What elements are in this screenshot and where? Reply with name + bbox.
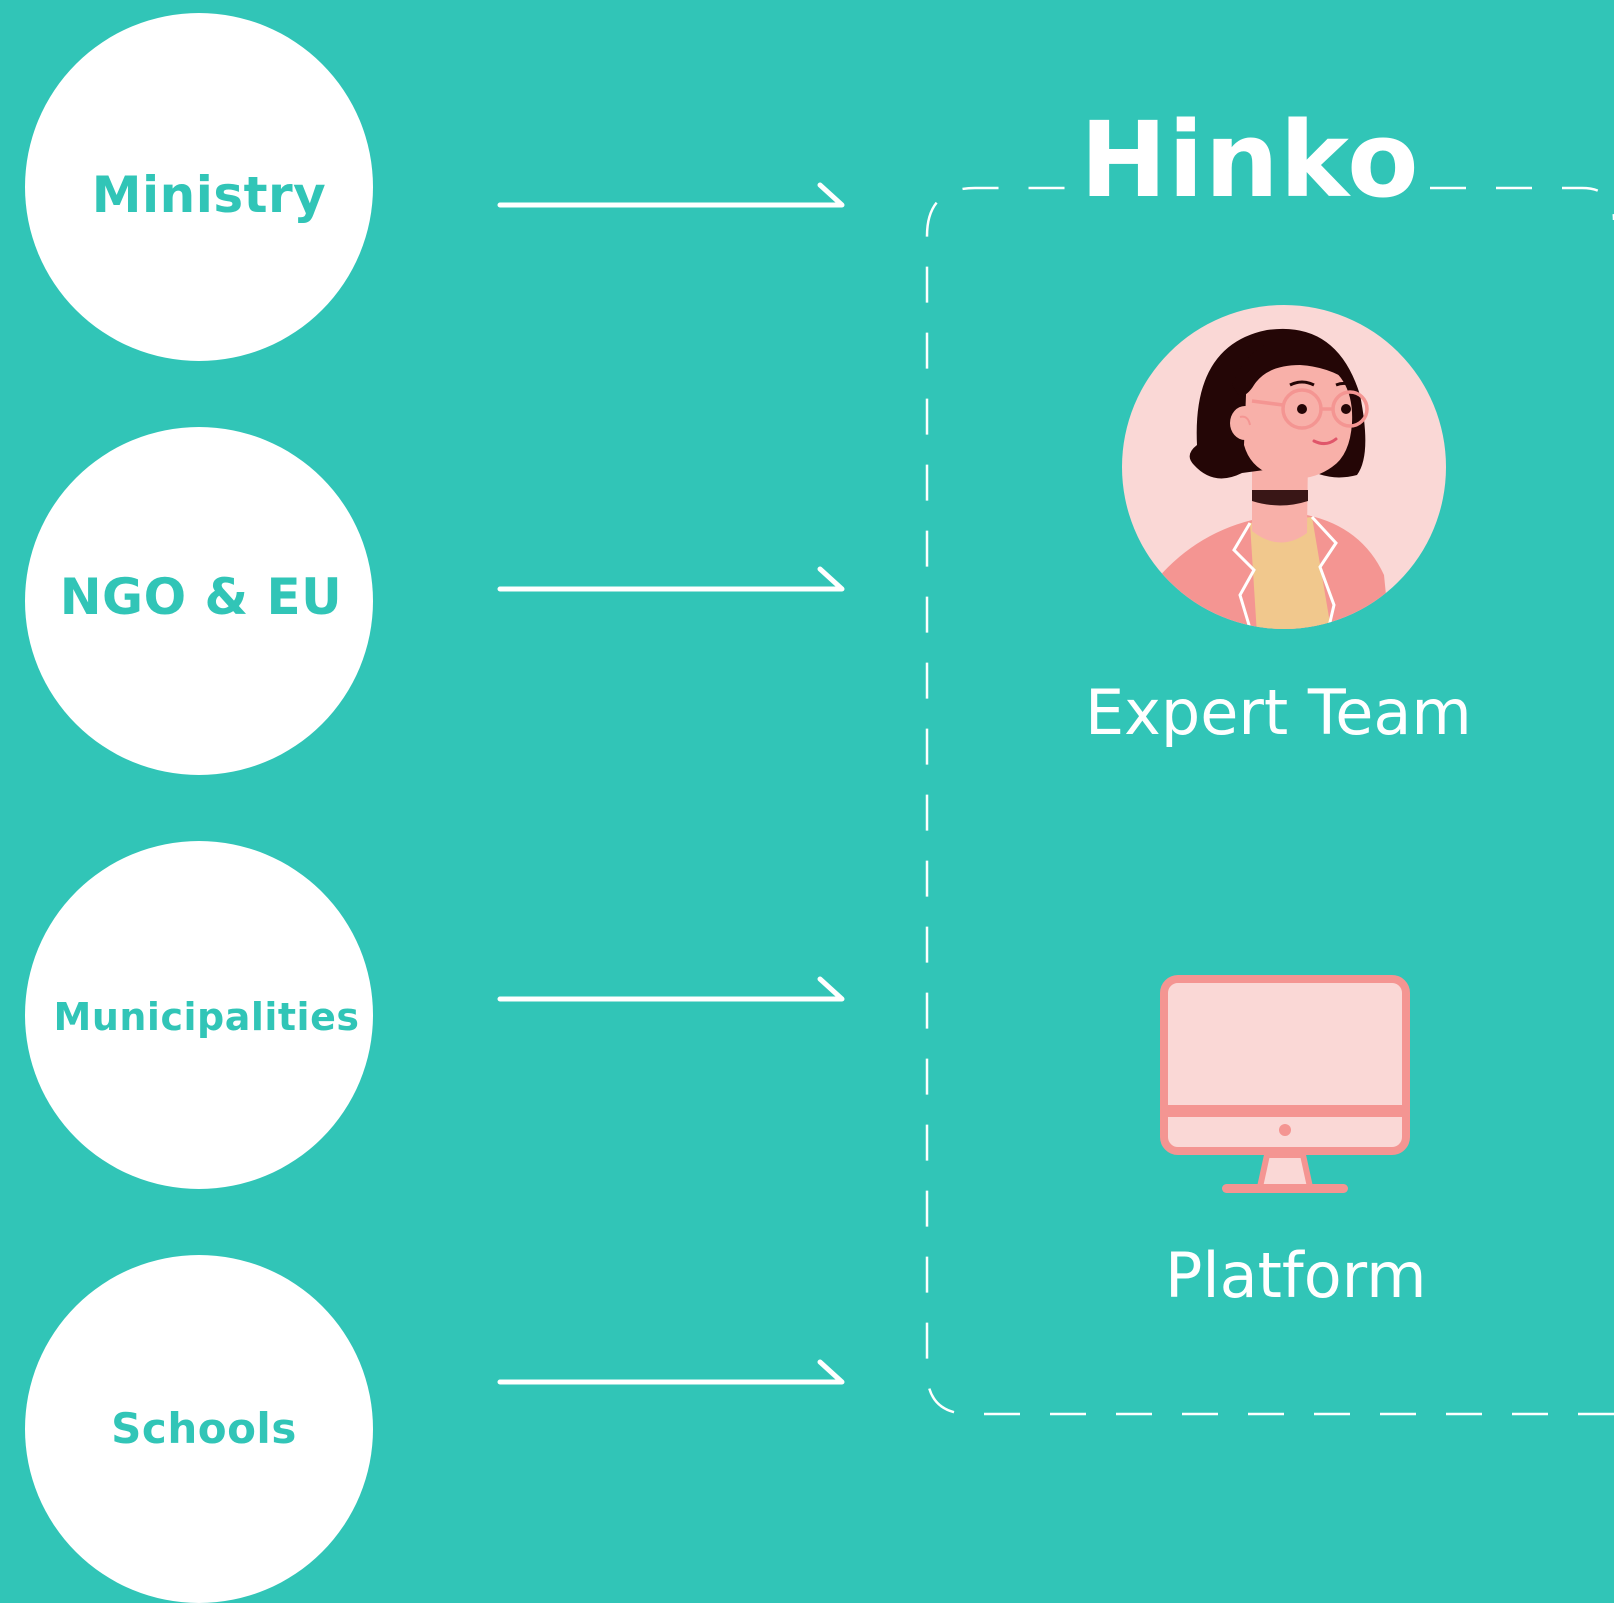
stakeholder-circle-ministry: Ministry	[25, 13, 373, 361]
stakeholder-label: Ministry	[91, 166, 327, 224]
stakeholder-label: Schools	[111, 1404, 297, 1453]
arrow-ministry	[497, 182, 845, 208]
stakeholder-circle-municipalities: Municipalities	[25, 841, 373, 1189]
hinko-boundary-box	[925, 186, 1614, 1416]
stakeholder-label: NGO & EU	[59, 568, 343, 626]
stakeholder-circle-ngo-eu: NGO & EU	[25, 427, 373, 775]
stakeholder-circle-schools: Schools	[25, 1255, 373, 1603]
expert-team-label: Expert Team	[1085, 676, 1472, 749]
expert-avatar-icon	[1122, 305, 1446, 629]
brand-title: Hinko	[1080, 99, 1420, 221]
arrow-municipalities	[497, 976, 845, 1002]
platform-label: Platform	[1165, 1239, 1427, 1312]
arrow-schools	[497, 1359, 845, 1385]
monitor-icon	[1160, 975, 1410, 1197]
arrow-ngo-eu	[497, 566, 845, 592]
stakeholder-label: Municipalities	[53, 994, 360, 1039]
